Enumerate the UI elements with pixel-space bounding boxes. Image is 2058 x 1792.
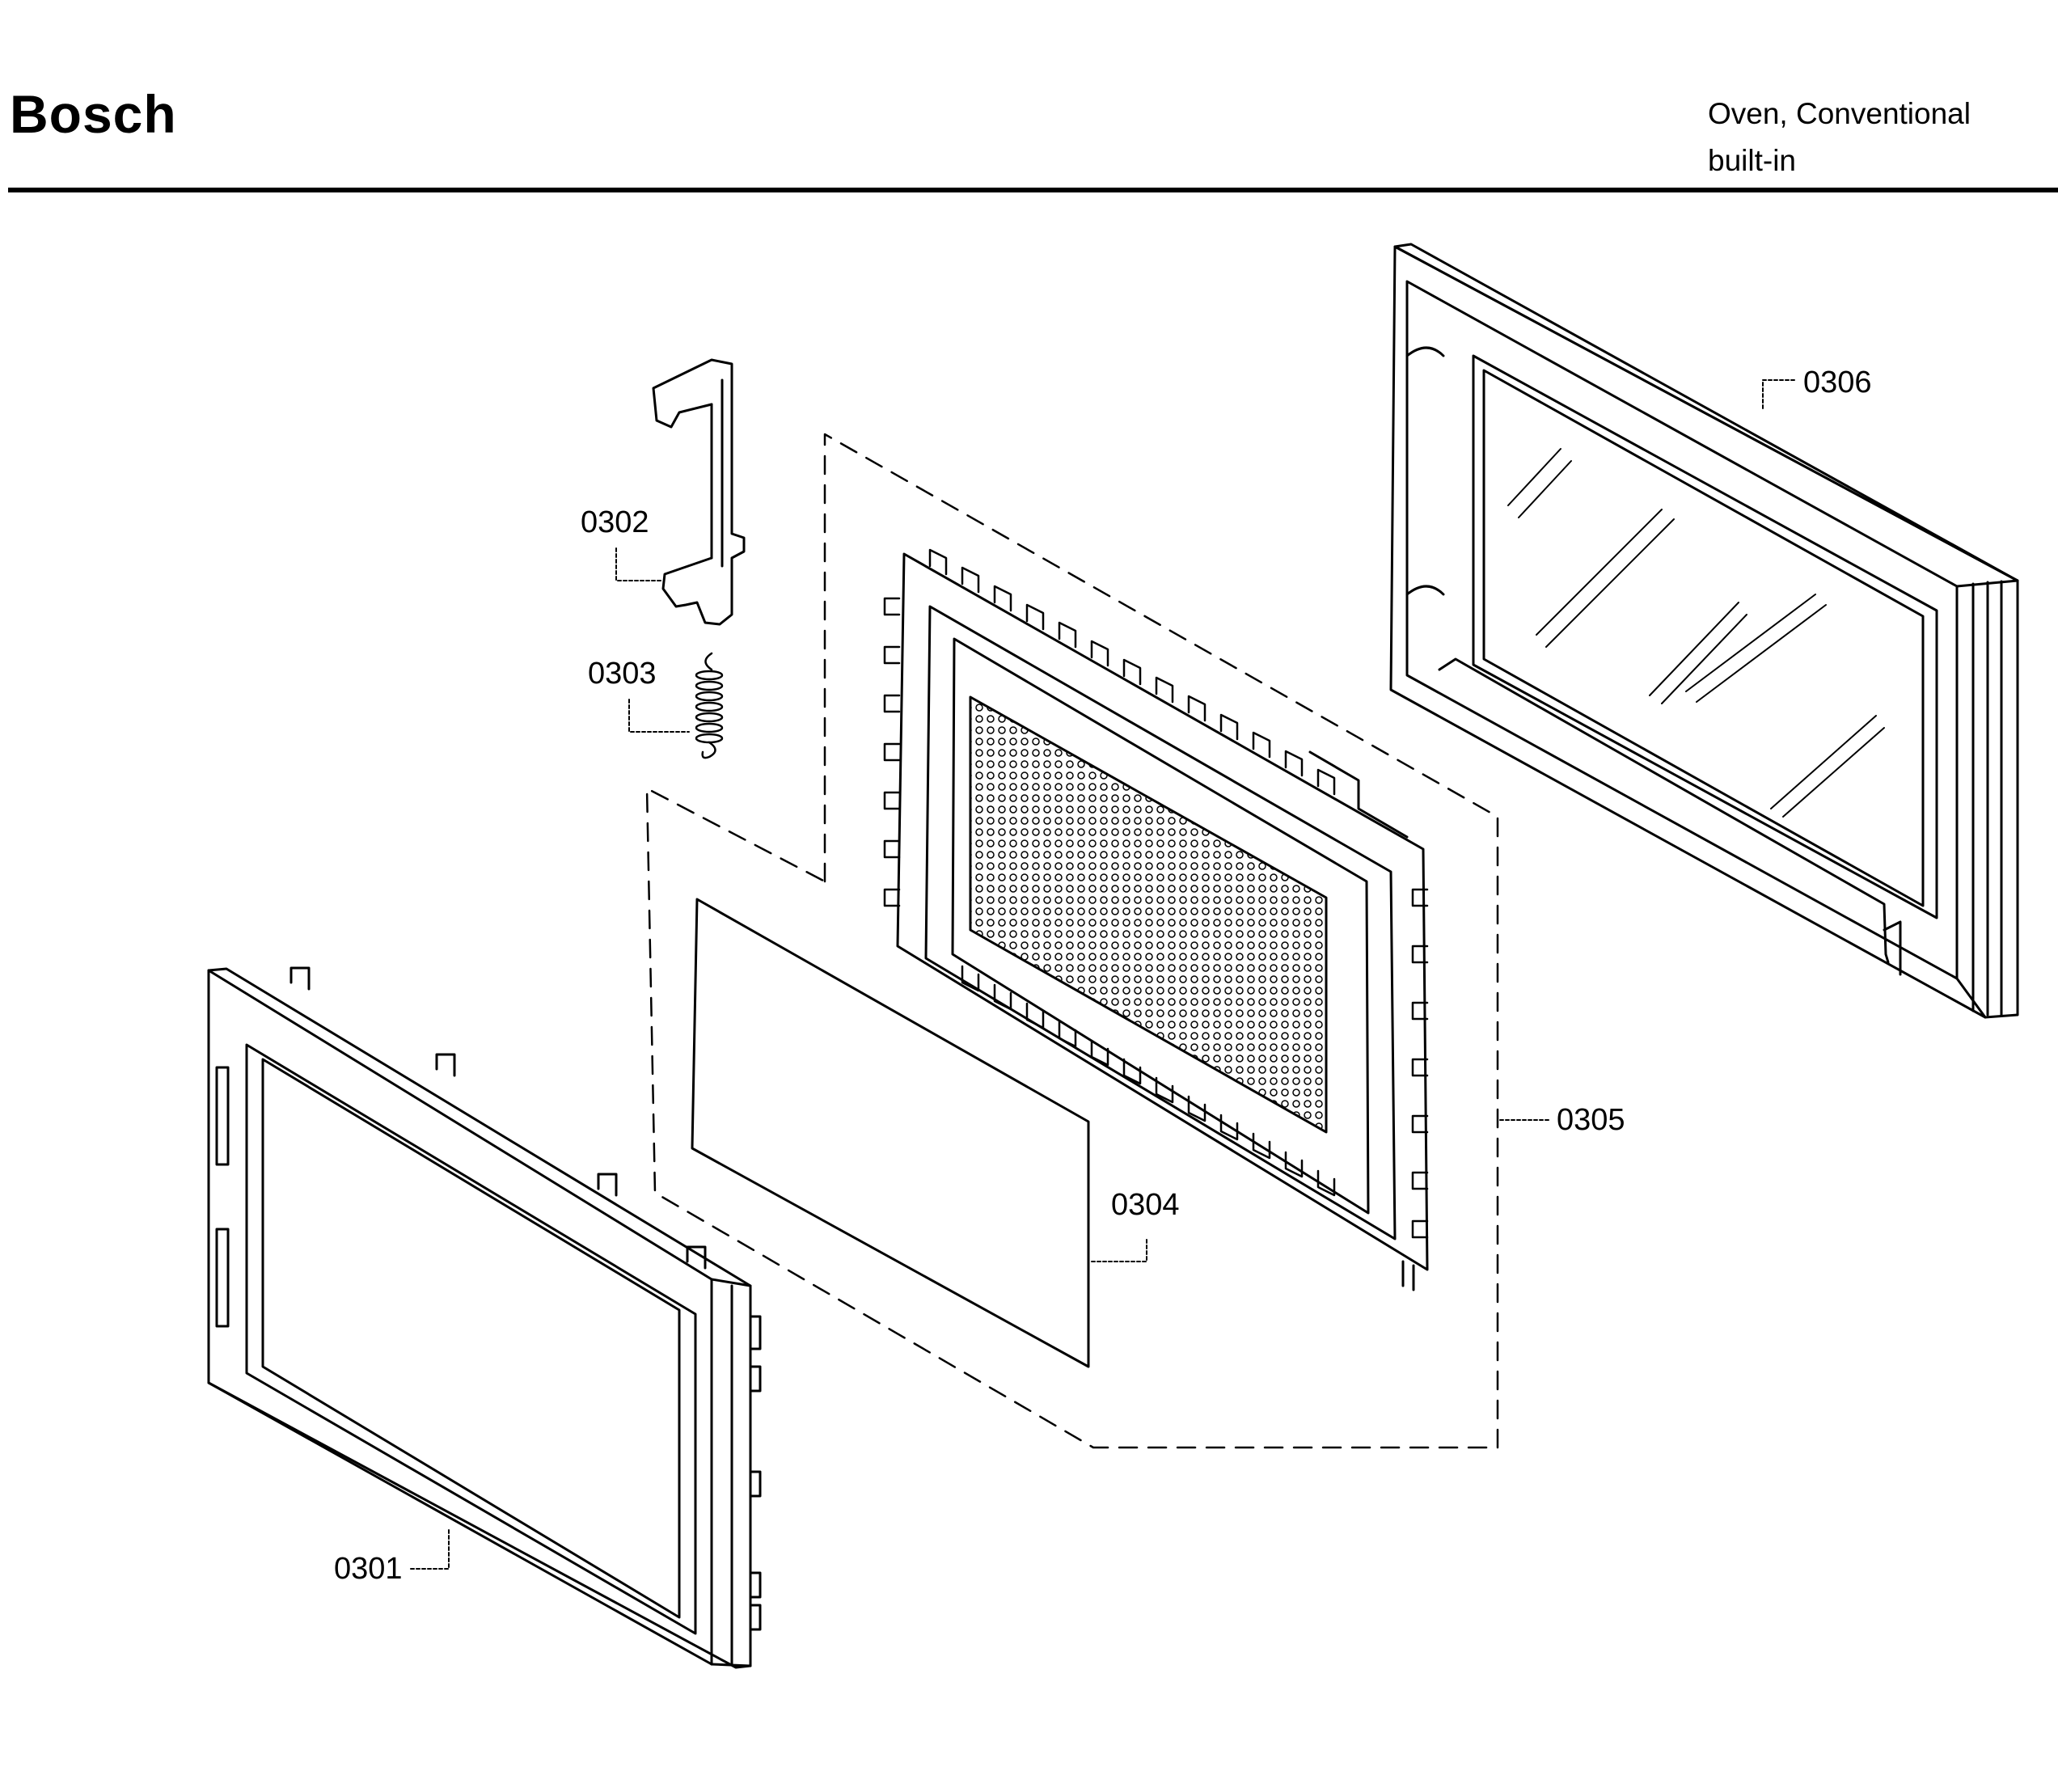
callout-0305: 0305	[1557, 1103, 1625, 1137]
callout-0306: 0306	[1803, 366, 1872, 399]
part-0301-outer-frame	[207, 966, 762, 1669]
product-line-2: built-in	[1708, 144, 1796, 177]
callout-0304: 0304	[1111, 1188, 1180, 1222]
callout-0302: 0302	[581, 505, 649, 539]
callout-0301: 0301	[334, 1552, 403, 1586]
brand-name: Bosch	[10, 84, 177, 144]
header-rule	[8, 188, 2058, 192]
part-0302-latch-hook	[652, 358, 746, 626]
callout-0303: 0303	[588, 657, 657, 691]
product-line-1: Oven, Conventional	[1708, 97, 1971, 130]
part-0304-glass-pane	[691, 898, 1090, 1368]
part-0303-spring	[695, 652, 724, 759]
panel-notches	[883, 548, 1429, 1239]
glass-reflections	[1507, 448, 1885, 818]
assembly-outline-0305	[645, 433, 1499, 1449]
leader-lines	[410, 379, 1796, 1570]
product-description: Oven, Conventional built-in	[1708, 91, 1971, 184]
part-0306-door-glass	[1389, 243, 2019, 1019]
